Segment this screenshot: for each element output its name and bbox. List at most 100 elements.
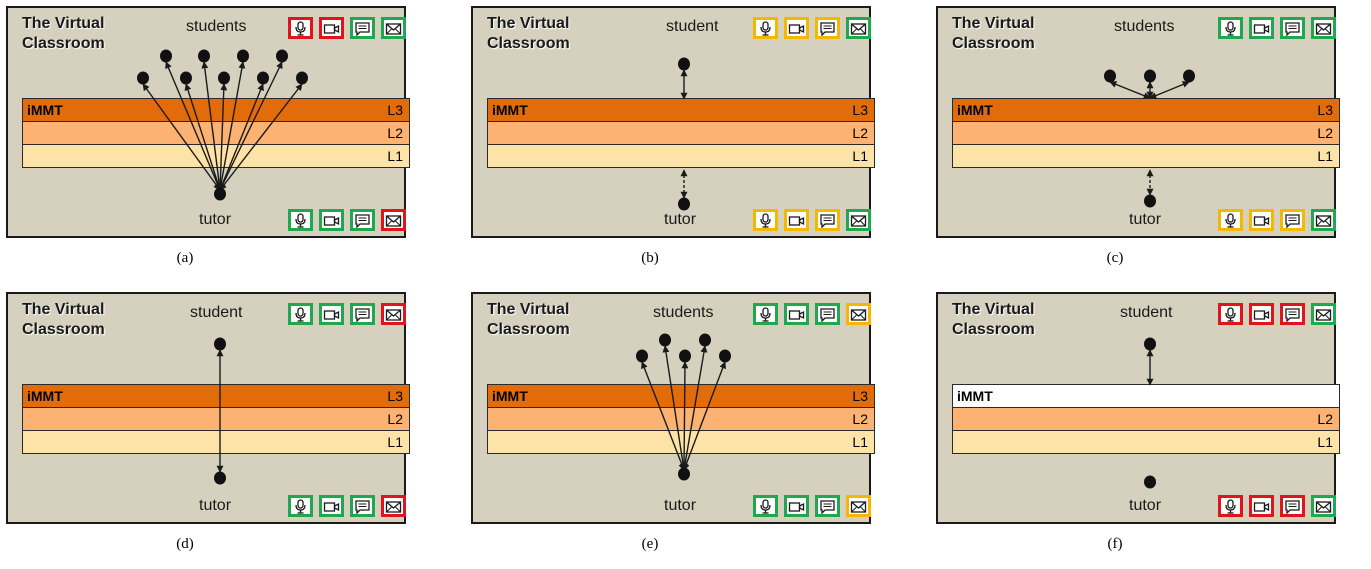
chat-icon — [1285, 21, 1300, 36]
layer-number: L3 — [387, 102, 403, 118]
layer-number: L1 — [387, 148, 403, 164]
top-role-label: student — [666, 18, 719, 35]
connection-arrow — [219, 83, 264, 191]
mail-status — [846, 303, 871, 325]
chat-icon — [355, 307, 370, 322]
microphone-status — [288, 303, 313, 325]
layer-l3: iMMT — [952, 384, 1340, 408]
tutor-node — [1144, 475, 1156, 489]
microphone-icon — [760, 20, 771, 36]
panel-caption: (f) — [1107, 536, 1123, 552]
tutor-node — [1144, 194, 1156, 208]
panel-caption: (b) — [641, 250, 659, 266]
panel-caption: (a) — [176, 250, 194, 266]
layer-number: L3 — [852, 388, 868, 404]
video-camera-status — [319, 17, 344, 39]
layer-number: L2 — [1317, 411, 1333, 427]
layer-number: L1 — [1317, 434, 1333, 450]
layer-name: iMMT — [492, 388, 528, 404]
microphone-status — [753, 303, 778, 325]
video-camera-icon — [323, 215, 340, 226]
layer-name: iMMT — [27, 388, 63, 404]
microphone-icon — [295, 306, 306, 322]
microphone-icon — [295, 20, 306, 36]
layer-name: iMMT — [27, 102, 63, 118]
bottom-role-label: tutor — [199, 497, 232, 514]
video-camera-status — [1249, 303, 1274, 325]
microphone-status — [1218, 209, 1243, 231]
mail-icon — [850, 214, 867, 227]
video-camera-status — [1249, 17, 1274, 39]
tutor-node — [214, 471, 226, 485]
layer-l2: L2 — [487, 121, 875, 145]
layer-name: iMMT — [957, 102, 993, 118]
mail-icon — [850, 308, 867, 321]
microphone-status — [753, 495, 778, 517]
layer-l1: L1 — [952, 430, 1340, 454]
student-node — [237, 49, 249, 63]
student-node — [679, 349, 691, 363]
bottom-role-label: tutor — [1129, 497, 1162, 514]
video-camera-status — [784, 303, 809, 325]
layer-l1: L1 — [22, 430, 410, 454]
layer-l1: L1 — [487, 144, 875, 168]
student-node — [1144, 69, 1156, 83]
student-node — [1104, 69, 1116, 83]
microphone-icon — [760, 306, 771, 322]
top-role-label: students — [1114, 18, 1175, 35]
connection-arrow — [680, 361, 689, 471]
layer-number: L2 — [852, 125, 868, 141]
connection-arrow — [219, 83, 303, 191]
video-camera-icon — [788, 215, 805, 226]
mail-status — [1311, 17, 1336, 39]
chat-status — [1280, 303, 1305, 325]
mail-status — [1311, 303, 1336, 325]
layer-number: L1 — [387, 434, 403, 450]
student-node — [1144, 337, 1156, 351]
connection-arrow — [1149, 81, 1190, 99]
microphone-icon — [1225, 212, 1236, 228]
microphone-icon — [1225, 306, 1236, 322]
chat-status — [1280, 495, 1305, 517]
student-node — [296, 71, 308, 85]
microphone-icon — [760, 212, 771, 228]
layer-number: L1 — [852, 148, 868, 164]
chat-status — [815, 209, 840, 231]
microphone-status — [288, 17, 313, 39]
connection-graph — [214, 337, 226, 485]
top-status-icons — [288, 17, 406, 39]
chat-status — [1280, 209, 1305, 231]
microphone-icon — [760, 498, 771, 514]
mail-icon — [385, 500, 402, 513]
chat-status — [350, 209, 375, 231]
layer-number: L2 — [852, 411, 868, 427]
layer-name: iMMT — [492, 102, 528, 118]
panel-title: The Virtual Classroom — [952, 301, 1035, 338]
layer-number: L3 — [387, 388, 403, 404]
bottom-status-icons — [1218, 209, 1336, 231]
connection-arrow — [662, 345, 687, 471]
chat-icon — [1285, 499, 1300, 514]
video-camera-icon — [788, 501, 805, 512]
mail-icon — [1315, 214, 1332, 227]
video-camera-status — [319, 495, 344, 517]
video-camera-status — [1249, 495, 1274, 517]
mail-status — [381, 495, 406, 517]
bottom-role-label: tutor — [1129, 211, 1162, 228]
connection-graph — [678, 57, 690, 211]
connection-graph — [1104, 69, 1195, 208]
student-node — [1183, 69, 1195, 83]
chat-status — [815, 495, 840, 517]
tutor-node — [678, 467, 690, 481]
video-camera-icon — [1253, 23, 1270, 34]
chat-status — [350, 17, 375, 39]
top-role-label: student — [1120, 304, 1173, 321]
student-node — [659, 333, 671, 347]
top-status-icons — [1218, 17, 1336, 39]
